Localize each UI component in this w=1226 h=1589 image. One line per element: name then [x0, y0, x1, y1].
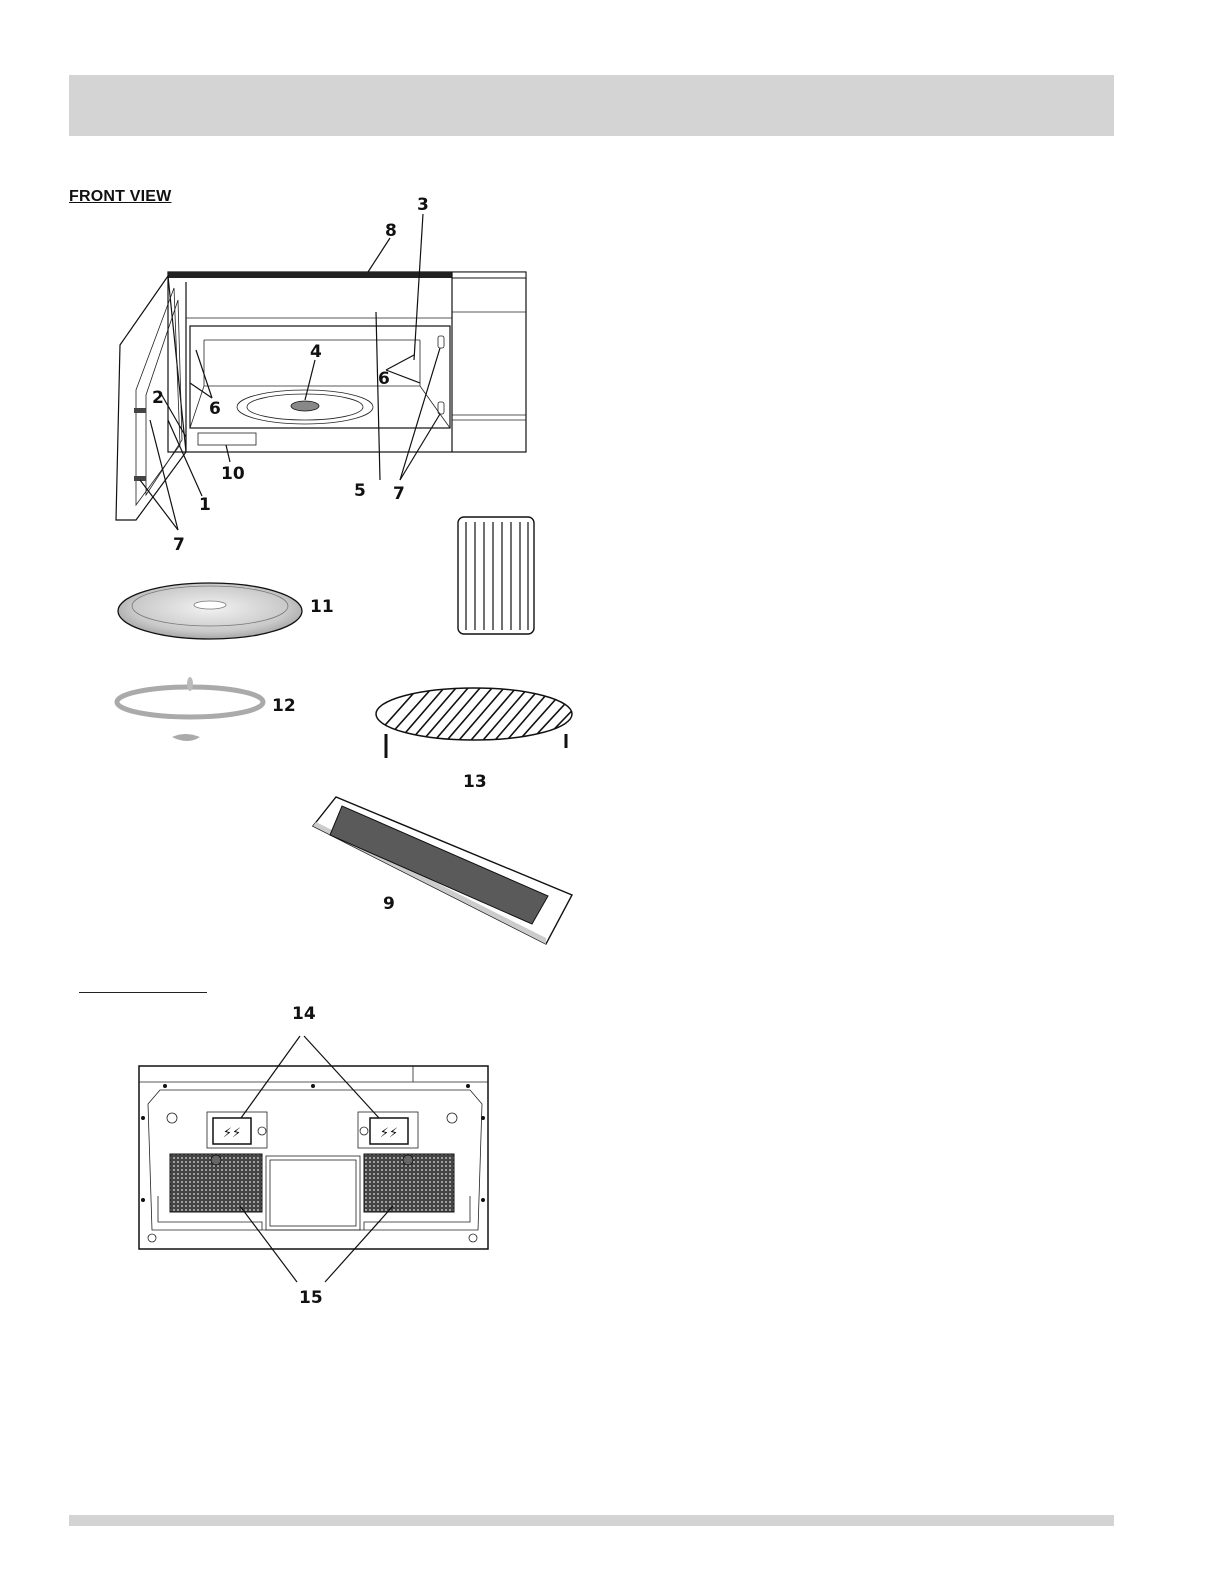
callout-8: 8	[385, 221, 397, 241]
callout-15: 15	[299, 1288, 323, 1308]
callout-1: 1	[199, 495, 211, 515]
callout-6-right: 6	[378, 369, 390, 389]
callout-2: 2	[152, 388, 164, 408]
callout-4: 4	[310, 342, 322, 362]
metal-rack-illustration	[370, 686, 588, 758]
charcoal-filter-illustration	[313, 797, 572, 944]
callout-3: 3	[417, 195, 429, 215]
svg-text:⚡⚡: ⚡⚡	[223, 1126, 241, 1141]
microwave-front-illustration	[116, 214, 526, 530]
baking-rack-illustration	[458, 517, 534, 634]
callout-5: 5	[354, 481, 366, 501]
callout-9: 9	[383, 894, 395, 914]
callout-14: 14	[292, 1004, 316, 1024]
callout-6-left: 6	[209, 399, 221, 419]
callout-7-right: 7	[393, 484, 405, 504]
callout-12: 12	[272, 696, 296, 716]
svg-text:⚡⚡: ⚡⚡	[380, 1126, 398, 1141]
footer-band	[69, 1515, 1114, 1526]
callout-10: 10	[221, 464, 245, 484]
bottom-view-illustration: ⚡⚡ ⚡⚡	[139, 1036, 488, 1282]
callout-13: 13	[463, 772, 487, 792]
roller-ring-illustration	[117, 677, 263, 741]
glass-tray-illustration	[118, 583, 302, 639]
callout-7-left: 7	[173, 535, 185, 555]
callout-11: 11	[310, 597, 334, 617]
